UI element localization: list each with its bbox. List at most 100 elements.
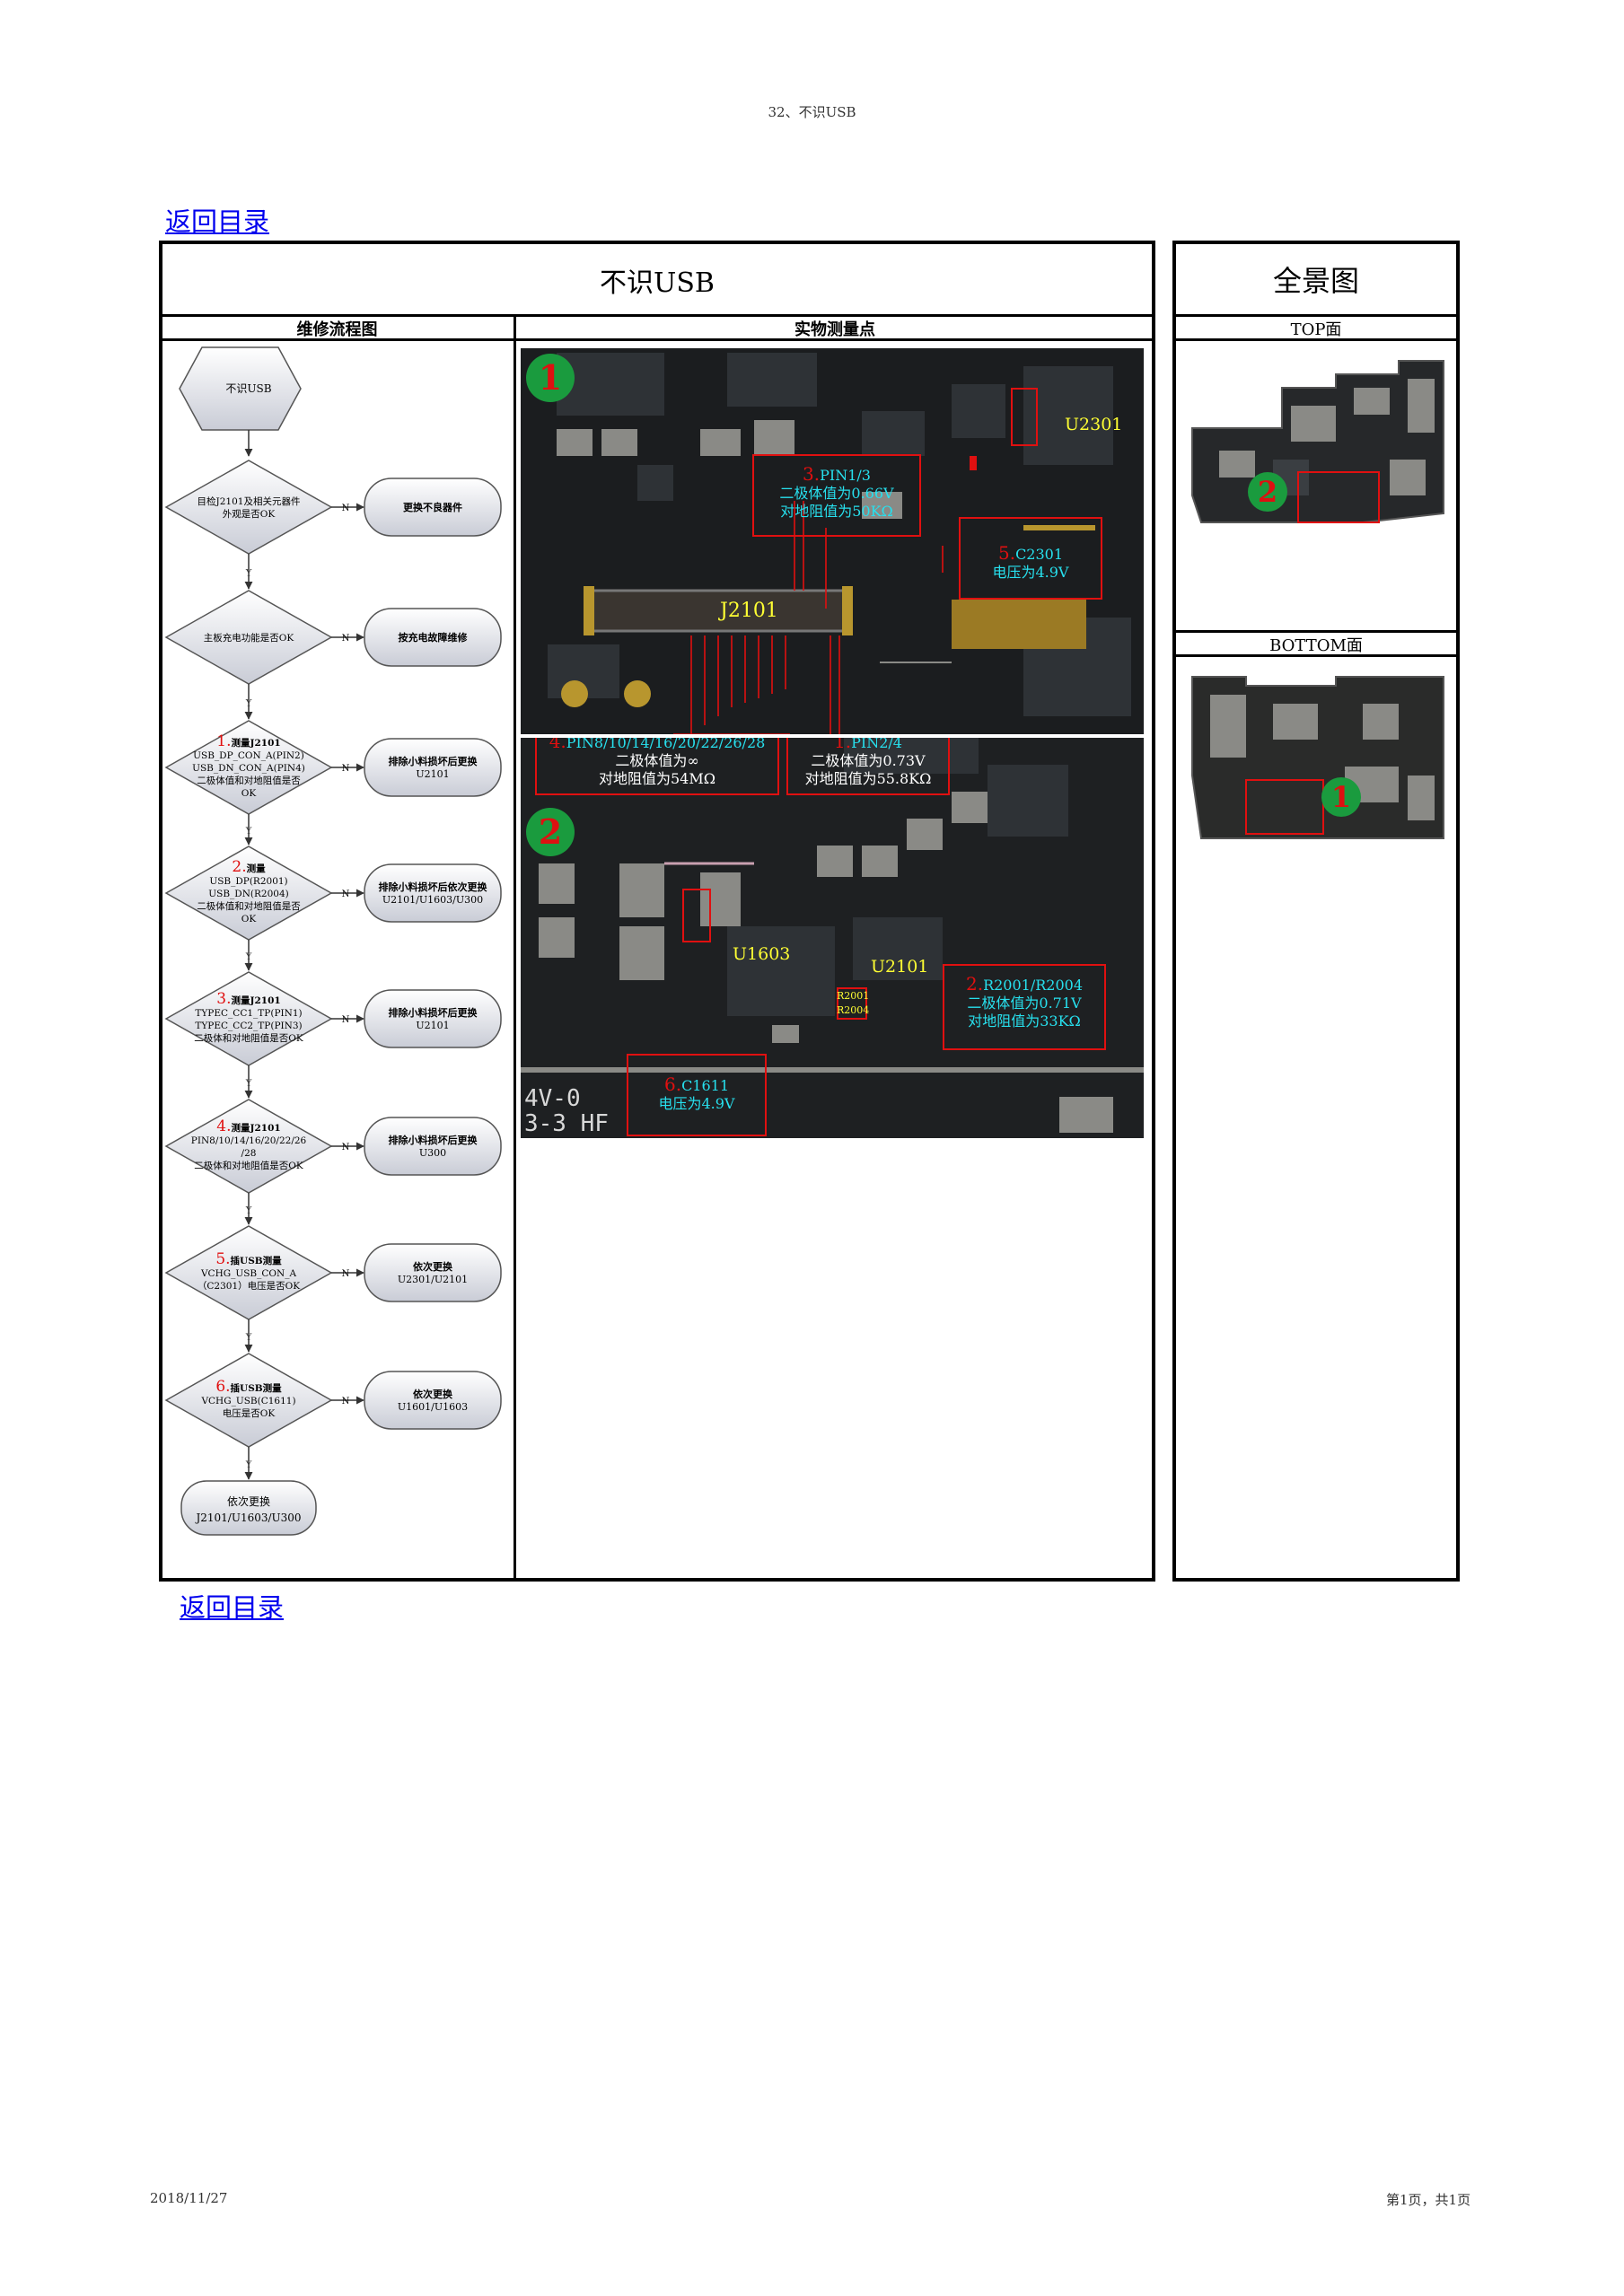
- flow-step-8-title: 插USB测量: [231, 1382, 283, 1394]
- pin24-annotation-box: [786, 738, 950, 795]
- flow-step-7-action-2: U2301/U2101: [398, 1274, 468, 1285]
- photo-separator: [521, 734, 1144, 738]
- bottom-board-image: 1: [1183, 668, 1449, 847]
- flow-step-8-action-1: 依次更换: [413, 1388, 453, 1400]
- measure-column-header: 实物测量点: [794, 320, 875, 339]
- u2101-label: U2101: [871, 957, 929, 977]
- flow-step-3-text-2: USB_DP_CON_A(PIN2): [193, 750, 304, 761]
- c2301-line-2: 电压为4.9V: [992, 564, 1069, 581]
- column-divider: [514, 314, 516, 1580]
- j2101-label: J2101: [720, 600, 778, 622]
- flow-step-8-text-1: 6.插USB测量: [215, 1378, 282, 1396]
- flow-step-3-title: 测量J2101: [232, 737, 281, 749]
- flow-step-7-text-1: 5.插USB测量: [215, 1250, 282, 1268]
- flow-step-6-diamond: [164, 1099, 333, 1194]
- flow-step-7-n-label: N: [342, 1269, 350, 1279]
- flow-step-3-y-label: Y: [245, 827, 252, 837]
- flow-step-8-action-2: U1601/U1603: [398, 1401, 468, 1413]
- pin8-line-1: PIN8/10/14/16/20/22/26/28: [566, 738, 766, 751]
- top-header-divider: [1174, 338, 1458, 341]
- flow-step-6-action-1: 排除小料损坏后更换: [389, 1134, 478, 1146]
- u1603-label: U1603: [733, 944, 791, 964]
- u2301-label: U2301: [1065, 415, 1123, 434]
- pin24-line-2: 二极体值为0.73V: [811, 752, 926, 769]
- flow-step-7-action-1: 依次更换: [413, 1260, 453, 1273]
- c2301-step-number: 5.: [997, 542, 1016, 564]
- pin13-line-1: PIN1/3: [820, 467, 871, 484]
- flow-step-4-action-2: U2101/U1603/U300: [382, 894, 483, 906]
- flow-step-6-text-4: 二极体和对地阻值是否OK: [194, 1160, 303, 1171]
- flow-step-8-action-shape: [364, 1371, 502, 1430]
- c1611-annotation-box: [627, 1054, 767, 1136]
- flow-step-1-diamond: [164, 460, 333, 555]
- pin8-line-2: 二极体值为∞: [615, 752, 699, 769]
- flow-step-4-title: 测量: [247, 863, 266, 874]
- flow-step-5-y-label: Y: [245, 1079, 252, 1089]
- flow-step-3-text-3: USB_DN_CON_A(PIN4): [192, 763, 305, 774]
- r2001-line-3: 对地阻值为33KΩ: [968, 1012, 1081, 1030]
- c2301-annotation: 5.C2301 电压为4.9V: [959, 544, 1102, 582]
- flow-start-shape: [179, 346, 302, 431]
- subheader-divider: [161, 338, 1154, 341]
- flow-step-8-number: 6.: [215, 1378, 230, 1396]
- flow-step-7-y-label: Y: [245, 1333, 252, 1343]
- pin8-step-number: 4.: [549, 738, 566, 752]
- flow-step-3-number: 1.: [216, 732, 231, 750]
- c1611-step-number: 6.: [663, 1074, 682, 1095]
- footer-date: 2018/11/27: [150, 2190, 228, 2206]
- flow-step-8-n-label: N: [342, 1397, 350, 1407]
- flow-step-1-y-label: Y: [245, 569, 252, 579]
- flow-step-5-text-2: TYPEC_CC1_TP(PIN1): [195, 1008, 302, 1019]
- flow-step-6-action-shape: [364, 1117, 502, 1176]
- pin13-step-number: 3.: [803, 463, 821, 485]
- flow-step-6-n-label: N: [342, 1143, 350, 1152]
- pin8-annotation: 4.PIN8/10/14/16/20/22/26/28 二极体值为∞ 对地阻值为…: [535, 738, 779, 788]
- bottom-header-divider: [1174, 654, 1458, 657]
- flow-step-4-action-1: 排除小料损坏后依次更换: [379, 881, 488, 893]
- flow-step-7-text-2: VCHG_USB_CON_A: [200, 1268, 296, 1279]
- back-to-contents-link-bottom[interactable]: 返回目录: [180, 1592, 285, 1623]
- top-marker-2-icon: 2: [1248, 472, 1287, 512]
- flow-step-8-text-2: VCHG_USB(C1611): [200, 1396, 295, 1407]
- flow-step-6-action-2: U300: [419, 1147, 446, 1159]
- flow-step-6-text-3: /28: [241, 1148, 257, 1159]
- pin13-annotation-box: [752, 454, 921, 537]
- flow-step-5-text-4: 二极体和对地阻值是否OK: [194, 1032, 303, 1044]
- top-face-header: TOP面: [1290, 320, 1342, 339]
- flow-step-7-title: 插USB测量: [231, 1255, 283, 1266]
- pin8-annotation-box: [535, 738, 779, 795]
- flow-step-4-number: 2.: [232, 858, 246, 876]
- flow-step-5-action-shape: [364, 989, 502, 1048]
- r2001-line-1: R2001/R2004: [983, 977, 1083, 994]
- pin13-line-2: 二极体值为0.66V: [779, 485, 894, 502]
- c1611-line-1: C1611: [681, 1077, 730, 1094]
- main-title: 不识USB: [600, 267, 715, 299]
- flow-step-2-text-1: 主板充电功能是否OK: [204, 632, 294, 644]
- flow-step-3-action-2: U2101: [416, 768, 449, 780]
- back-to-contents-link-top[interactable]: 返回目录: [165, 206, 270, 237]
- flow-step-6-y-label: Y: [245, 1206, 252, 1216]
- flow-start-label: 不识USB: [225, 382, 271, 395]
- c2301-annotation-box: [959, 517, 1102, 600]
- pin24-line-1: PIN2/4: [851, 738, 902, 751]
- silk-line-1: 4V-0: [524, 1085, 581, 1112]
- flow-step-4-action-shape: [364, 863, 502, 923]
- flow-step-3-text-5: OK: [241, 788, 257, 799]
- pcb-photo-1: 1 U2301 J2101 3.PIN1/3 二极体值为0.66V 对地阻值为5…: [521, 348, 1144, 734]
- bottom-marker-1-icon: 1: [1321, 777, 1361, 817]
- flow-step-5-n-label: N: [342, 1015, 350, 1025]
- flow-step-3-action-1: 排除小料损坏后更换: [389, 755, 478, 767]
- flow-step-2-n-label: N: [342, 634, 350, 644]
- flow-step-5-number: 3.: [216, 990, 231, 1008]
- flow-step-1-n-label: N: [342, 504, 350, 513]
- page-header: 32、不识USB: [768, 104, 856, 120]
- flow-step-5-diamond: [164, 971, 333, 1066]
- flow-step-5-title: 测量J2101: [232, 995, 281, 1006]
- r2001-step-number: 2.: [965, 973, 984, 995]
- flow-step-3-text-1: 1.测量J2101: [216, 732, 280, 750]
- flow-step-3-text-4: 二极体值和对地阻值是否: [197, 775, 301, 786]
- flow-step-6-text-1: 4.测量J2101: [216, 1117, 280, 1135]
- flow-step-8-y-label: Y: [245, 1460, 252, 1470]
- flow-step-4-y-label: Y: [245, 952, 252, 962]
